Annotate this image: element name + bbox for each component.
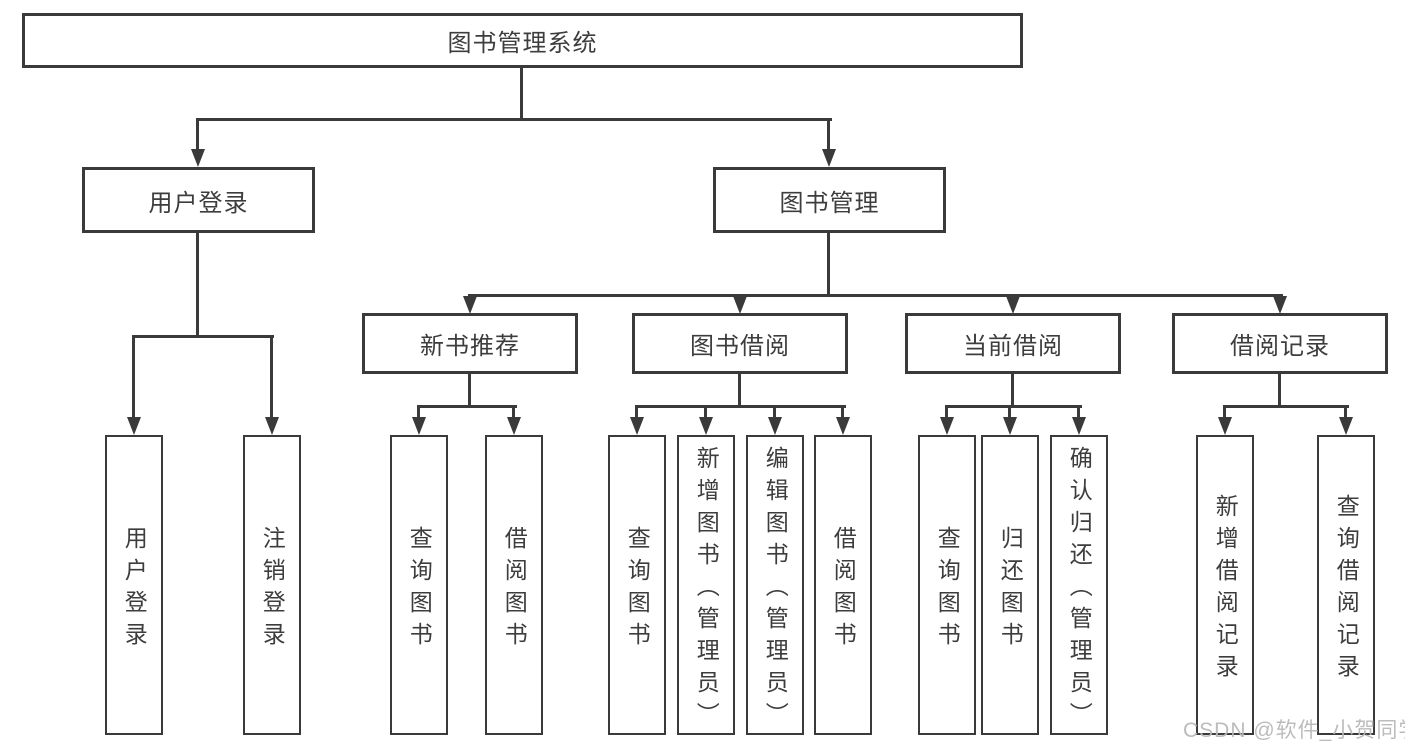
arrowhead-down-icon [699, 417, 713, 435]
arrowhead-down-icon [733, 296, 747, 314]
leaf-borrow-books-recommend: 借阅图书 [485, 435, 543, 735]
leaf-confirm-return-admin-label: 确认归还（管理员） [1066, 446, 1093, 734]
connector-line [827, 233, 830, 296]
leaf-query-borrow-record-label: 查询借阅记录 [1333, 493, 1360, 686]
node-borrow-records-label: 借阅记录 [1230, 333, 1330, 360]
node-book-management: 图书管理 [713, 167, 946, 233]
connector-line [1278, 374, 1281, 407]
arrowhead-down-icon [1072, 417, 1086, 435]
leaf-query-books-borrow: 查询图书 [608, 435, 666, 735]
node-current-borrow: 当前借阅 [905, 313, 1121, 374]
connector-line [1008, 407, 1011, 420]
leaf-confirm-return-admin: 确认归还（管理员） [1050, 435, 1108, 735]
connector-line [512, 407, 515, 420]
connector-line [417, 405, 517, 408]
connector-line [1077, 407, 1080, 420]
leaf-add-books-admin-label: 新增图书（管理员） [693, 446, 720, 734]
arrowhead-down-icon [1003, 417, 1017, 435]
leaf-add-books-admin: 新增图书（管理员） [677, 435, 735, 735]
connector-line [945, 407, 948, 420]
arrowhead-down-icon [1218, 417, 1232, 435]
connector-line [635, 407, 638, 420]
connector-line [270, 336, 273, 420]
leaf-edit-books-admin: 编辑图书（管理员） [746, 435, 804, 735]
leaf-query-books-current-label: 查询图书 [934, 525, 961, 654]
connector-line [132, 336, 135, 420]
arrowhead-down-icon [191, 149, 205, 167]
connector-line [520, 68, 523, 119]
arrowhead-down-icon [412, 417, 426, 435]
leaf-logout: 注销登录 [243, 435, 301, 735]
leaf-borrow-books-recommend-label: 借阅图书 [501, 525, 528, 654]
leaf-logout-label: 注销登录 [259, 525, 286, 654]
leaf-query-books-recommend: 查询图书 [390, 435, 448, 735]
node-book-management-label: 图书管理 [779, 189, 880, 217]
connector-line [841, 407, 844, 420]
leaf-user-login-label: 用户登录 [121, 525, 148, 654]
node-user-login: 用户登录 [82, 167, 315, 233]
arrowhead-down-icon [1006, 296, 1020, 314]
leaf-borrow-books-borrow-label: 借阅图书 [830, 525, 857, 654]
leaf-query-books-recommend-label: 查询图书 [406, 525, 433, 654]
connector-line [196, 118, 832, 121]
connector-line [773, 407, 776, 420]
connector-line [1223, 405, 1349, 408]
connector-line [1223, 407, 1226, 420]
leaf-query-books-current: 查询图书 [918, 435, 976, 735]
connector-line [132, 335, 274, 338]
leaf-return-books: 归还图书 [981, 435, 1039, 735]
leaf-user-login: 用户登录 [105, 435, 163, 735]
connector-line [468, 294, 1283, 297]
leaf-edit-books-admin-label: 编辑图书（管理员） [762, 446, 789, 734]
connector-line [945, 405, 1082, 408]
connector-line [1344, 407, 1347, 420]
leaf-borrow-books-borrow: 借阅图书 [814, 435, 872, 735]
leaf-add-borrow-record-label: 新增借阅记录 [1212, 493, 1239, 686]
arrowhead-down-icon [768, 417, 782, 435]
node-new-book-recommend: 新书推荐 [362, 313, 578, 374]
connector-line [1011, 374, 1014, 407]
connector-line [196, 119, 199, 152]
connector-line [704, 407, 707, 420]
connector-line [738, 374, 741, 407]
node-root-label: 图书管理系统 [447, 30, 598, 57]
connector-line [417, 407, 420, 420]
leaf-query-books-borrow-label: 查询图书 [624, 525, 651, 654]
leaf-add-borrow-record: 新增借阅记录 [1196, 435, 1254, 735]
arrowhead-down-icon [463, 296, 477, 314]
arrowhead-down-icon [1339, 417, 1353, 435]
arrowhead-down-icon [507, 417, 521, 435]
node-borrow-records: 借阅记录 [1172, 313, 1388, 374]
arrowhead-down-icon [127, 417, 141, 435]
leaf-return-books-label: 归还图书 [997, 525, 1024, 654]
arrowhead-down-icon [1273, 296, 1287, 314]
connector-line [827, 119, 830, 152]
connector-line [635, 405, 846, 408]
node-user-login-label: 用户登录 [148, 189, 249, 217]
connector-line [196, 233, 199, 336]
arrowhead-down-icon [630, 417, 644, 435]
csdn-watermark: CSDN @软件_小贺同学 [1183, 719, 1405, 742]
node-current-borrow-label: 当前借阅 [963, 333, 1063, 360]
arrowhead-down-icon [822, 149, 836, 167]
leaf-query-borrow-record: 查询借阅记录 [1317, 435, 1375, 735]
arrowhead-down-icon [836, 417, 850, 435]
arrowhead-down-icon [265, 417, 279, 435]
connector-line [468, 374, 471, 407]
node-book-borrow-label: 图书借阅 [690, 333, 790, 360]
node-book-borrow: 图书借阅 [632, 313, 848, 374]
node-root: 图书管理系统 [22, 13, 1023, 68]
arrowhead-down-icon [940, 417, 954, 435]
node-new-book-recommend-label: 新书推荐 [420, 333, 520, 360]
